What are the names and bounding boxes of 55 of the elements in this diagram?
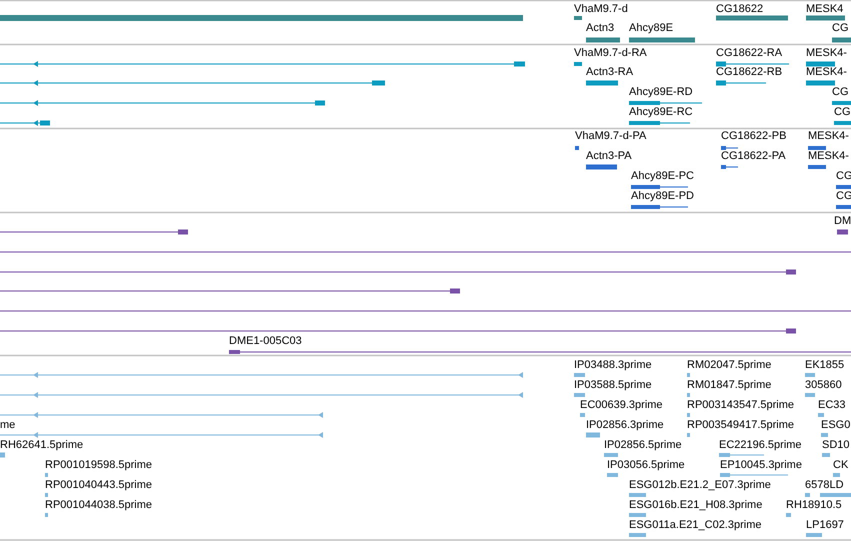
gene-label: RP001044038.5prime (45, 499, 152, 512)
gene-label: Actn3 (586, 22, 614, 35)
gene-label: IP03588.5prime (574, 379, 652, 392)
gene-label: CG (832, 86, 848, 99)
gene-label: MESK4- (808, 130, 849, 143)
gene-label: IP02856.5prime (604, 439, 682, 452)
gene-label: me (0, 419, 16, 432)
gene-label: Ahcy89E-PC (631, 170, 694, 183)
gene-label: ESG011a.E21_C02.3prime (629, 519, 762, 532)
gene-label: Ahcy89E-RD (629, 86, 693, 99)
gene-label: Ahcy89E (629, 22, 674, 35)
gene-label: RP001040443.5prime (45, 479, 152, 492)
gene-label: EC22196.5prime (719, 439, 802, 452)
gene-label: EC00639.3prime (580, 399, 663, 412)
gene-label: EP10045.3prime (720, 459, 802, 472)
gene-label: RM01847.5prime (687, 379, 772, 392)
gene-label: RP001019598.5prime (45, 459, 152, 472)
gene-label: EC33 (818, 399, 846, 412)
gene-label: IP03056.5prime (607, 459, 685, 472)
gene-label: DME1-005C03 (229, 335, 302, 348)
gene-label: RP003549417.5prime (687, 419, 794, 432)
gene-label: ESG016b.E21_H08.3prime (629, 499, 762, 512)
gene-label: CG18622 (716, 3, 764, 16)
gene-label: CG18622-RB (716, 66, 782, 79)
gene-label: CK (833, 459, 848, 472)
gene-label: Actn3-RA (586, 66, 634, 79)
gene-label: IP02856.3prime (586, 419, 664, 432)
gene-label: CG18622-RA (716, 47, 782, 60)
gene-label: Actn3-PA (586, 150, 632, 163)
gene-label: RH62641.5prime (0, 439, 84, 452)
gene-label: ESG0 (821, 419, 850, 432)
gene-label: DM (834, 215, 851, 228)
gene-label: Ahcy89E-RC (629, 106, 693, 119)
gene-label: IP03488.3prime (574, 359, 652, 372)
gene-label: MESK4- (806, 66, 847, 79)
gene-label: MESK4 (806, 3, 844, 16)
gene-label: MESK4- (808, 150, 849, 163)
gene-label: CG18622-PB (721, 130, 786, 143)
gene-label: RM02047.5prime (687, 359, 772, 372)
gene-label: CG18622-PA (721, 150, 786, 163)
gene-label: RH18910.5 (786, 499, 842, 512)
gene-label: RP003143547.5prime (687, 399, 794, 412)
gene-label: VhaM9.7-d-RA (574, 47, 647, 60)
gene-label: 6578LD (805, 479, 844, 492)
gene-label: SD10 (822, 439, 850, 452)
gene-label: CG (832, 22, 848, 35)
gene-label: VhaM9.7-d-PA (575, 130, 646, 143)
gene-label: VhaM9.7-d (574, 3, 628, 16)
gene-label: 305860 (805, 379, 842, 392)
gene-label: CG (834, 106, 850, 119)
gene-label: ESG012b.E21.2_E07.3prime (629, 479, 771, 492)
gene-label: EK1855 (805, 359, 844, 372)
gene-label: MESK4- (806, 47, 847, 60)
gene-label: LP1697 (806, 519, 844, 532)
gene-label: Ahcy89E-PD (631, 190, 694, 203)
